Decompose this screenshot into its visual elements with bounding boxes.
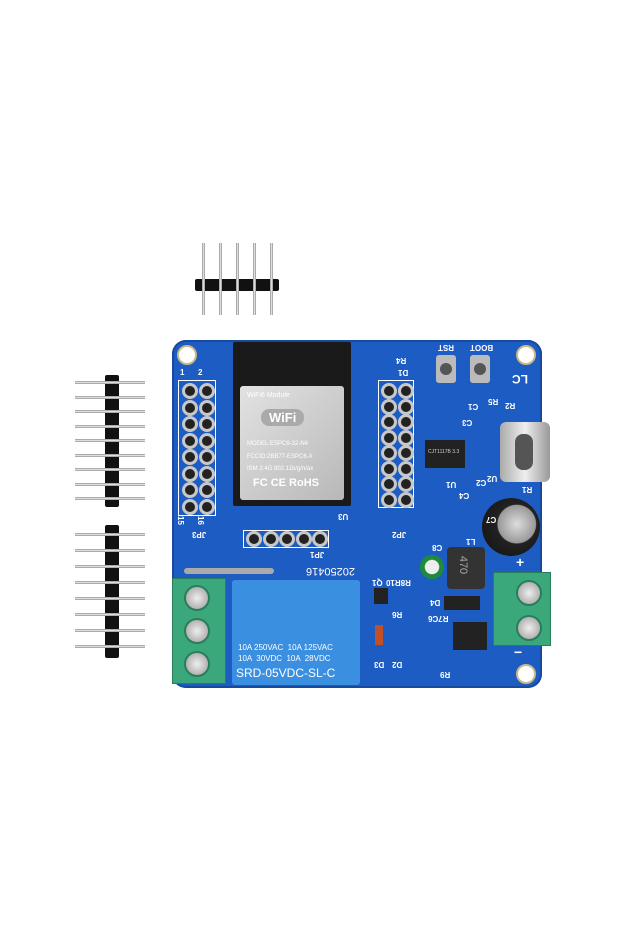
pin-label: 15 [175, 516, 185, 525]
plus-label: + [516, 554, 525, 570]
power-terminal-block [493, 572, 551, 646]
d1-label: D1 [398, 368, 409, 377]
screw[interactable] [184, 651, 210, 677]
d3-label: D3 [374, 660, 385, 669]
c3-label: C3 [462, 418, 473, 427]
module-model: MODEL:ESPC6-32-N4 [247, 441, 309, 447]
l1-label: L1 [466, 537, 476, 546]
diode-d3 [375, 625, 383, 645]
c2-label: C2 [476, 478, 487, 487]
relay-rating-2: 10A 30VDC 10A 28VDC [238, 654, 331, 663]
mount-hole [516, 345, 536, 365]
date-code: 20250416 [306, 565, 355, 577]
r6-label: R6 [392, 610, 403, 619]
screw[interactable] [184, 618, 210, 644]
pin-header-8: (function(){for(let i=0;i<8;i++)document… [75, 525, 145, 658]
r5-label: R5 [488, 397, 499, 406]
usb-c-port[interactable] [500, 422, 550, 482]
wifi-logo: WiFi [261, 409, 305, 426]
c7-label: C7 [486, 515, 497, 524]
u2-label: U2 [487, 474, 498, 483]
relay: 10A 250VAC 10A 125VAC 10A 30VDC 10A 28VD… [232, 580, 360, 685]
pin-label: 1 [180, 368, 185, 377]
pin-header-9: (function(){for(let i=0;i<9;i++)document… [75, 375, 145, 507]
mount-hole [177, 345, 197, 365]
header-jp1: (function(){for(let c=0;c<5;c++)document… [243, 530, 329, 548]
board-logo: LC [512, 372, 528, 386]
diode-d4 [444, 596, 480, 610]
d2-label: D2 [392, 660, 403, 669]
minus-label: − [514, 644, 523, 660]
module-certs: FC CE RoHS [253, 477, 319, 489]
inductor-l1: 470 [447, 547, 485, 589]
wifi-module: WiFi6 Module WiFi MODEL:ESPC6-32-N4 FCCI… [233, 342, 351, 506]
module-fccid: FCCID:2BB77-ESPC6-X [247, 454, 313, 460]
boot-button[interactable] [470, 355, 490, 383]
header-jp2: (function(){for(let r=0;r<8;r++)for(let … [378, 380, 414, 508]
rst-label: RST [438, 343, 454, 352]
rst-button[interactable] [436, 355, 456, 383]
electrolytic-capacitor-c7 [482, 498, 540, 556]
pin-label: 2 [198, 368, 203, 377]
r4-label: R4 [396, 356, 407, 365]
jp2-label: JP2 [392, 530, 407, 539]
module-ism: ISM 2.4G 802.11b/g/n/ax [247, 466, 314, 472]
boot-label: BOOT [470, 343, 494, 352]
c1-label: C1 [468, 402, 479, 411]
jp3-label: JP3 [192, 530, 207, 539]
inductor-marking: 470 [457, 555, 470, 575]
pin-header-5 [195, 243, 279, 315]
mount-hole [516, 664, 536, 684]
header-jp3: (function(){for(let r=0;r<8;r++)for(let … [178, 380, 216, 516]
c4-label: C4 [459, 491, 470, 500]
r2-label: R2 [505, 401, 516, 410]
r8r10-label: R8R10 [386, 578, 411, 587]
q1-label: Q1 [372, 578, 383, 587]
r9-label: R9 [440, 670, 451, 679]
u3-label: U3 [338, 512, 349, 521]
r1-label: R1 [522, 485, 533, 494]
screw[interactable] [184, 585, 210, 611]
relay-terminal-block [172, 578, 226, 684]
relay-rating-1: 10A 250VAC 10A 125VAC [238, 643, 333, 652]
u1-label: U1 [446, 480, 457, 489]
screw[interactable] [516, 580, 542, 606]
silk-bar [184, 568, 274, 574]
jp1-label: JP1 [310, 550, 325, 559]
regulator-marking: CJT1117B 3.3 [428, 449, 460, 455]
module-title: WiFi6 Module [247, 392, 290, 399]
ic-8pin [453, 622, 487, 650]
r7c6-label: R7C6 [428, 614, 449, 623]
pin-label: 16 [195, 516, 205, 525]
screw[interactable] [516, 615, 542, 641]
d4-label: D4 [430, 598, 441, 607]
regulator-u1: CJT1117B 3.3 [425, 440, 465, 468]
transistor-q1 [374, 588, 388, 604]
c8-label: C8 [432, 543, 443, 552]
capacitor-c8 [420, 555, 444, 579]
relay-model: SRD-05VDC-SL-C [236, 666, 336, 680]
